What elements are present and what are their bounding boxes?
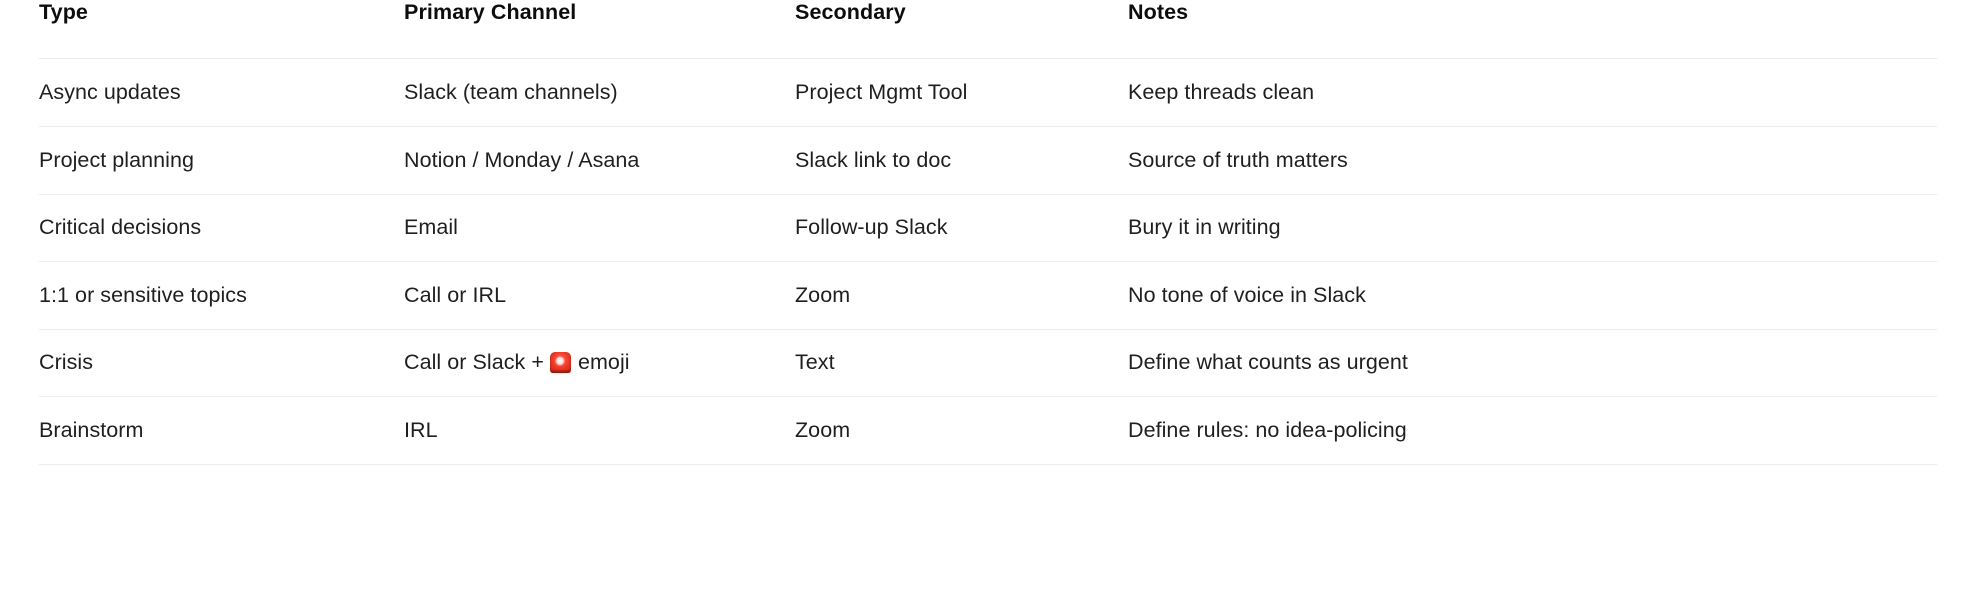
column-header-notes: Notes: [1128, 0, 1937, 59]
cell-primary: Call or Slack + emoji: [404, 329, 795, 397]
cell-primary: Slack (team channels): [404, 58, 795, 127]
table-row: 1:1 or sensitive topics Call or IRL Zoom…: [39, 261, 1937, 330]
cell-type: Crisis: [39, 329, 404, 397]
cell-secondary: Text: [795, 329, 1128, 397]
table-container: Type Primary Channel Secondary Notes Asy…: [0, 0, 1977, 465]
header-row: Type Primary Channel Secondary Notes: [39, 0, 1937, 59]
column-header-type: Type: [39, 0, 404, 59]
cell-type: Brainstorm: [39, 396, 404, 465]
siren-icon: [548, 352, 572, 375]
cell-secondary: Follow-up Slack: [795, 194, 1128, 262]
cell-notes: Keep threads clean: [1128, 58, 1937, 127]
table-row: Crisis Call or Slack + emoji Text Define…: [39, 329, 1937, 397]
table-header: Type Primary Channel Secondary Notes: [39, 0, 1937, 59]
cell-notes: No tone of voice in Slack: [1128, 261, 1937, 330]
communication-channel-matrix: Type Primary Channel Secondary Notes Asy…: [39, 0, 1937, 465]
crisis-primary-channel: Call or Slack + emoji: [404, 350, 630, 375]
table-row: Project planning Notion / Monday / Asana…: [39, 126, 1937, 195]
cell-primary: Call or IRL: [404, 261, 795, 330]
column-header-primary: Primary Channel: [404, 0, 795, 59]
cell-type: Critical decisions: [39, 194, 404, 262]
crisis-primary-text-after: emoji: [577, 350, 630, 375]
cell-secondary: Slack link to doc: [795, 126, 1128, 195]
cell-secondary: Zoom: [795, 396, 1128, 465]
cell-notes: Source of truth matters: [1128, 126, 1937, 195]
cell-notes: Define what counts as urgent: [1128, 329, 1937, 397]
cell-secondary: Zoom: [795, 261, 1128, 330]
cell-type: Project planning: [39, 126, 404, 195]
cell-secondary: Project Mgmt Tool: [795, 58, 1128, 127]
table-row: Brainstorm IRL Zoom Define rules: no ide…: [39, 396, 1937, 465]
cell-type: Async updates: [39, 58, 404, 127]
cell-primary: IRL: [404, 396, 795, 465]
cell-notes: Define rules: no idea-policing: [1128, 396, 1937, 465]
cell-notes: Bury it in writing: [1128, 194, 1937, 262]
cell-primary: Email: [404, 194, 795, 262]
column-header-secondary: Secondary: [795, 0, 1128, 59]
crisis-primary-text-before: Call or Slack +: [404, 350, 544, 375]
table-row: Async updates Slack (team channels) Proj…: [39, 58, 1937, 127]
cell-primary: Notion / Monday / Asana: [404, 126, 795, 195]
cell-type: 1:1 or sensitive topics: [39, 261, 404, 330]
table-body: Async updates Slack (team channels) Proj…: [39, 58, 1937, 465]
table-row: Critical decisions Email Follow-up Slack…: [39, 194, 1937, 262]
